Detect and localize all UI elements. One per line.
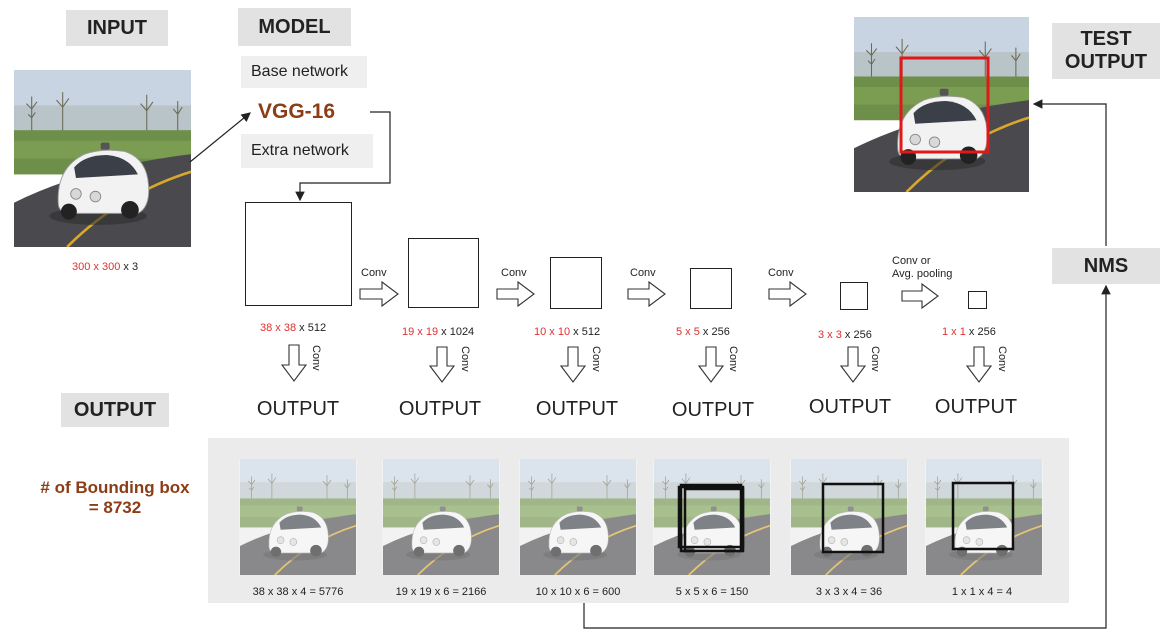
feature-dim-channels: x 512: [296, 322, 327, 334]
test-output-label-line1: TEST: [1080, 28, 1132, 50]
feature-dim-channels: x 256: [965, 326, 996, 338]
bounding-box-count-line1: # of Bounding box: [40, 478, 190, 497]
feature-map-38: [245, 202, 352, 306]
down-conv-label-3: Conv: [590, 346, 602, 372]
h-arrow-1: [359, 280, 399, 308]
extra-network-label: Extra network: [241, 134, 373, 168]
thumb-38x38: [239, 459, 357, 575]
thumb-5x5: [653, 459, 771, 575]
feature-dim-2: 19 x 19 x 1024: [402, 326, 474, 338]
output-word-6: OUTPUT: [934, 396, 1018, 418]
v-arrow-1: [280, 344, 308, 382]
feature-dim-channels: x 512: [570, 326, 601, 338]
input-label: INPUT: [66, 10, 168, 46]
h-arrow-5: [901, 282, 939, 310]
down-conv-label-6: Conv: [996, 346, 1008, 372]
input-size-channels: x 3: [120, 261, 139, 273]
bounding-box-count: # of Bounding box = 8732: [20, 478, 210, 519]
feature-map-1: [968, 291, 987, 309]
bounding-box-count-line2: = 8732: [88, 498, 142, 518]
formula-2: 19 x 19 x 6 = 2166: [395, 586, 487, 598]
output-label: OUTPUT: [61, 393, 169, 427]
vertical-conv-arrows: [280, 344, 993, 383]
output-word-1: OUTPUT: [256, 398, 340, 420]
output-word-4: OUTPUT: [671, 399, 755, 421]
feature-dim-6: 1 x 1 x 256: [942, 326, 996, 338]
conv-label-3: Conv: [630, 267, 656, 279]
test-output-label-line2: OUTPUT: [1064, 51, 1148, 73]
thumb-1x1: [925, 459, 1043, 575]
detection-box: [899, 56, 990, 154]
conv-label-2: Conv: [501, 267, 527, 279]
h-arrow-3: [627, 280, 666, 308]
thumb-10x10: [519, 459, 637, 575]
feature-map-10: [550, 257, 602, 309]
formula-5: 3 x 3 x 4 = 36: [815, 586, 883, 598]
v-arrow-4: [697, 346, 725, 383]
feature-dim-spatial: 1 x 1: [942, 326, 966, 338]
h-arrow-2: [496, 280, 535, 308]
feature-dim-spatial: 10 x 10: [534, 326, 571, 338]
pool-label-line1: Conv or: [892, 255, 931, 267]
feature-dim-3: 10 x 10 x 512: [534, 326, 600, 338]
test-output-image: [853, 17, 1030, 192]
model-label: MODEL: [238, 8, 351, 46]
output-word-2: OUTPUT: [398, 398, 482, 420]
formula-4: 5 x 5 x 6 = 150: [675, 586, 749, 598]
feature-dim-5: 3 x 3 x 256: [818, 329, 872, 341]
feature-dim-channels: x 256: [841, 329, 872, 341]
thumb-19x19: [382, 459, 500, 575]
down-conv-label-2: Conv: [459, 346, 471, 372]
feature-dim-spatial: 38 x 38: [260, 322, 297, 334]
thumb-3x3: [790, 459, 908, 575]
vgg16-label: VGG-16: [258, 100, 336, 123]
feature-dim-channels: x 1024: [438, 326, 475, 338]
down-conv-label-1: Conv: [310, 345, 322, 371]
output-word-3: OUTPUT: [535, 398, 619, 420]
arrow-nms-to-test-output: [1032, 99, 1107, 246]
pool-label: Conv or Avg. pooling: [892, 255, 952, 280]
feature-dim-spatial: 19 x 19: [402, 326, 439, 338]
formula-3: 10 x 10 x 6 = 600: [535, 586, 621, 598]
feature-map-3: [840, 282, 868, 310]
conv-label-4: Conv: [768, 267, 794, 279]
down-conv-label-5: Conv: [869, 346, 881, 372]
feature-map-5: [690, 268, 732, 309]
input-size-spatial: 300 x 300: [72, 261, 121, 273]
feature-dim-channels: x 256: [699, 326, 730, 338]
feature-map-19: [408, 238, 479, 308]
formula-6: 1 x 1 x 4 = 4: [951, 586, 1013, 598]
v-arrow-3: [559, 346, 587, 383]
down-conv-label-4: Conv: [727, 346, 739, 372]
feature-dim-1: 38 x 38 x 512: [260, 322, 326, 334]
feature-dim-spatial: 5 x 5: [676, 326, 700, 338]
v-arrow-5: [839, 346, 867, 383]
conv-label-1: Conv: [361, 267, 387, 279]
feature-dim-spatial: 3 x 3: [818, 329, 842, 341]
output-word-5: OUTPUT: [808, 396, 892, 418]
nms-label: NMS: [1052, 248, 1160, 284]
h-arrow-4: [768, 280, 807, 308]
test-output-label: TEST OUTPUT: [1052, 23, 1160, 79]
input-size: 300 x 300 x 3: [72, 261, 138, 273]
input-image: [14, 70, 191, 247]
formula-1: 38 x 38 x 4 = 5776: [252, 586, 344, 598]
v-arrow-2: [428, 346, 456, 383]
base-network-label: Base network: [241, 56, 367, 88]
pool-label-line2: Avg. pooling: [892, 267, 953, 280]
v-arrow-6: [965, 346, 993, 383]
feature-dim-4: 5 x 5 x 256: [676, 326, 730, 338]
